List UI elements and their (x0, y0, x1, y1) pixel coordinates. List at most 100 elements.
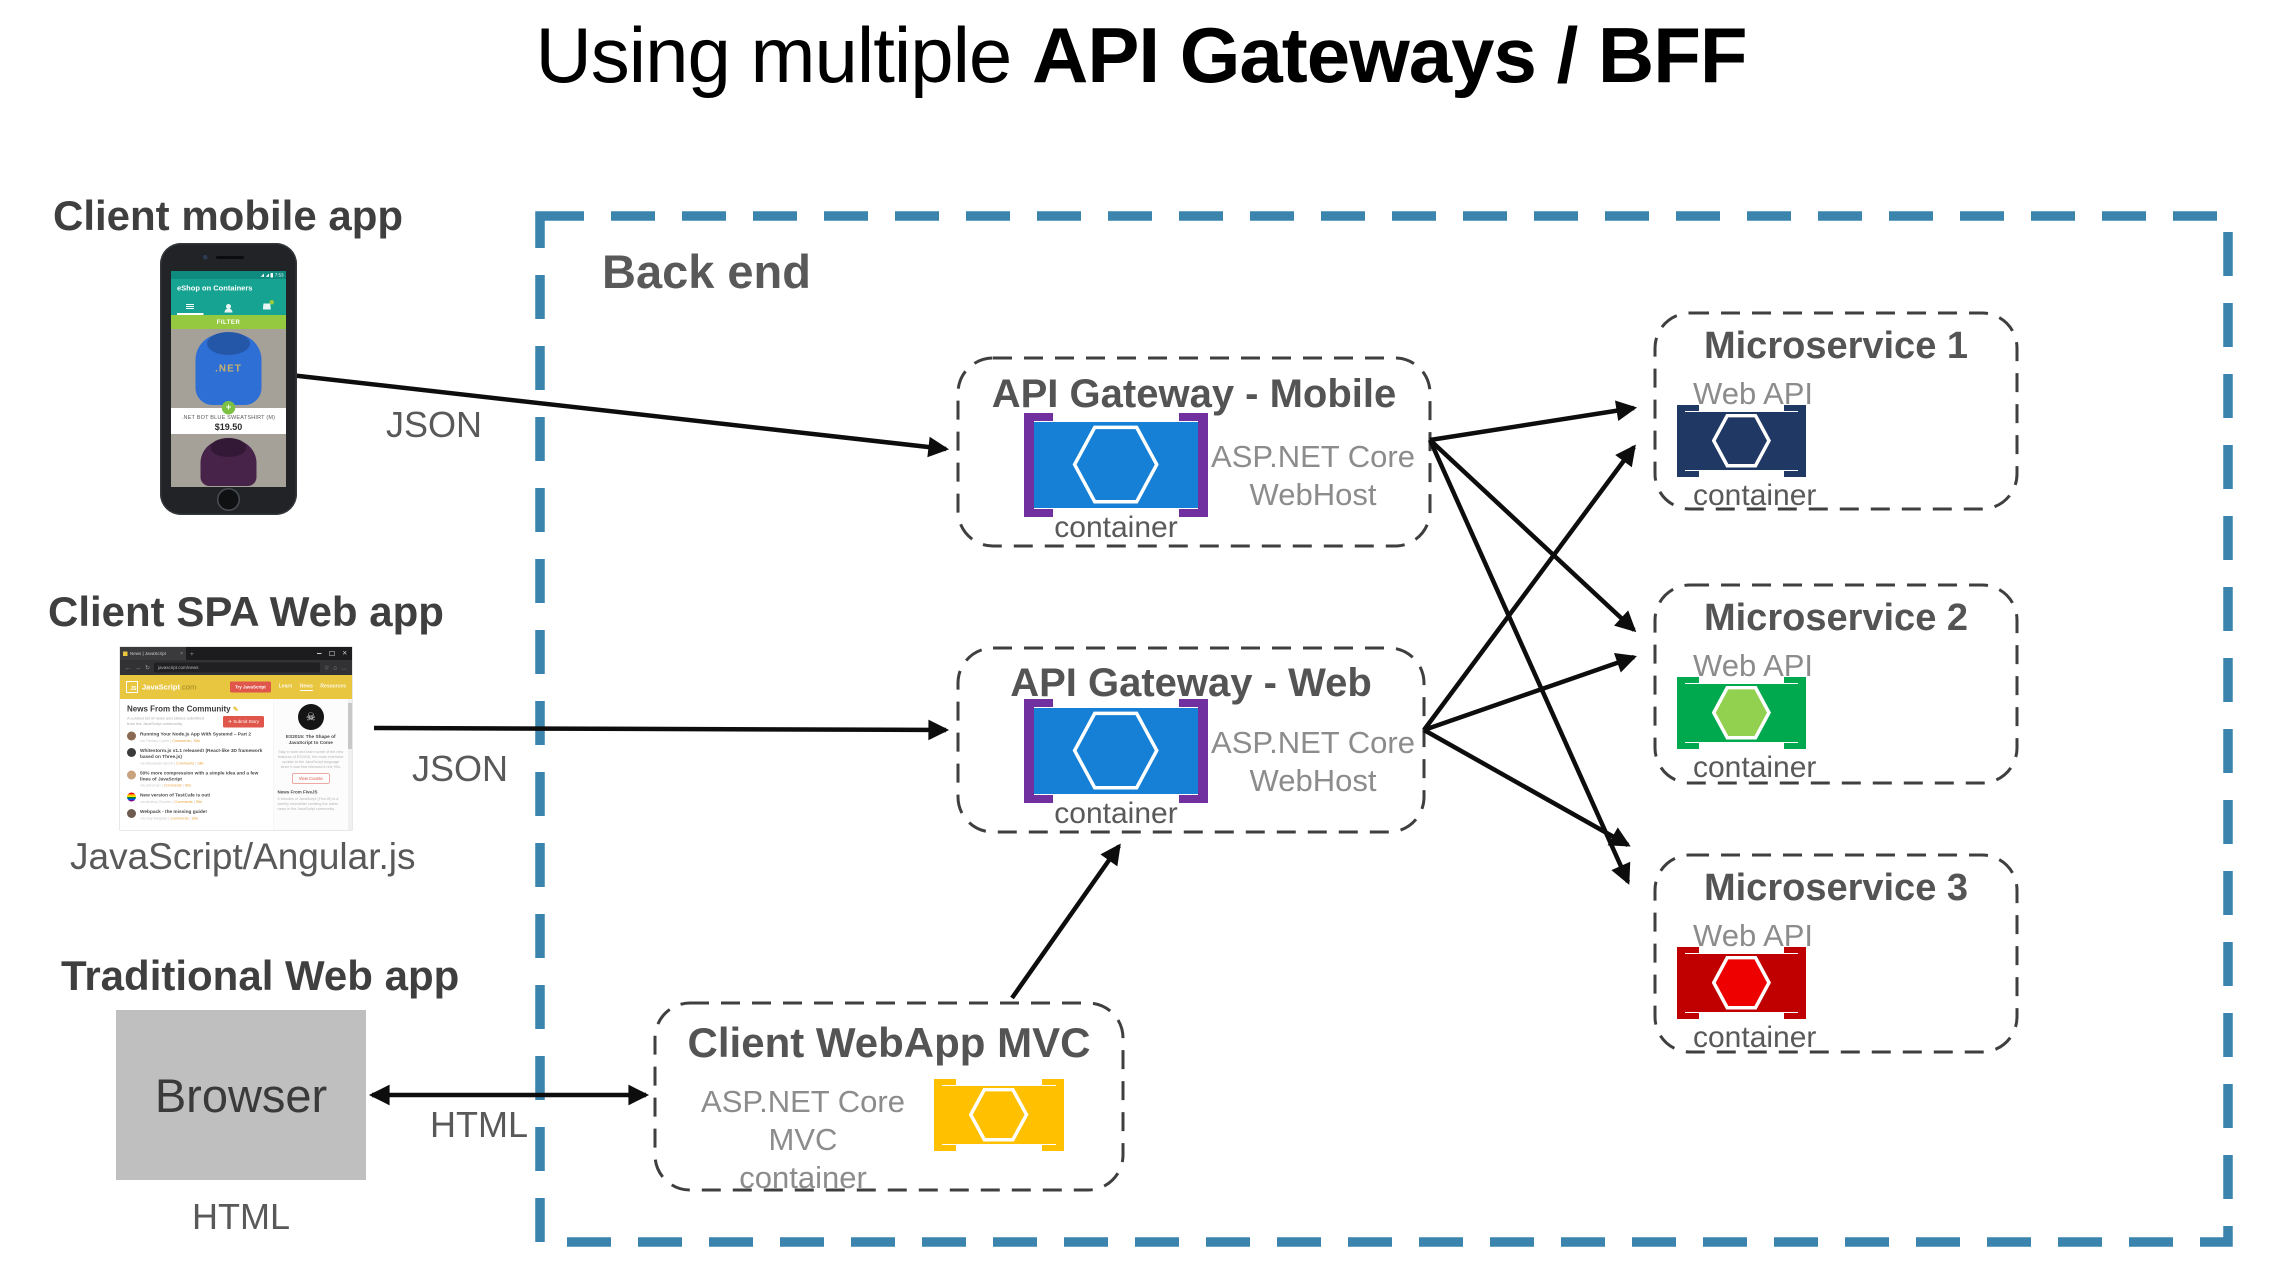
news-via: via Andrey Churkin (140, 799, 172, 805)
traditional-caption: HTML (192, 1196, 290, 1237)
tab-profile[interactable] (209, 298, 247, 315)
news-title[interactable]: Webpack - the missing guide! (140, 809, 207, 815)
separator: | (173, 760, 175, 766)
favicon (123, 651, 128, 656)
runtime-line2: WebHost (1249, 476, 1377, 512)
news-item[interactable]: New version of TestCafe is out! via Andr… (127, 792, 268, 805)
comments-link[interactable]: Comments (170, 816, 189, 821)
gateway-mobile-box-border (956, 356, 1432, 548)
microservice1-container-icon (1677, 405, 1806, 477)
comments-link[interactable]: Comments (176, 760, 195, 766)
reload-icon[interactable]: ↻ (145, 664, 151, 671)
view-course-button[interactable]: View Course (292, 773, 330, 784)
close-icon[interactable]: × (342, 649, 347, 658)
site-link[interactable]: Site (195, 799, 203, 805)
news-item[interactable]: Webpack - the missing guide! via Guy Mog… (127, 809, 268, 821)
news-item[interactable]: 50% more compression with a simple idea … (127, 770, 268, 788)
gateway-mobile-container-label: container (1054, 511, 1178, 544)
product-name: .NET BOT BLUE SWEATSHIRT (M) (181, 414, 276, 421)
hexagon-icon (1072, 425, 1159, 504)
site-link[interactable]: Site (184, 783, 192, 788)
news-title[interactable]: 50% more compression with a simple idea … (140, 770, 259, 782)
bracket-right-icon (1784, 947, 1806, 1019)
arrow-gateway-mobile-to-ms3 (1427, 439, 1631, 885)
newsletter-text: 5 Minutes of JavaScript (FiveJS) is a we… (277, 796, 339, 812)
new-tab-icon[interactable]: + (190, 649, 194, 658)
person-icon (224, 304, 233, 313)
signal-icon (265, 273, 270, 277)
maximize-icon[interactable] (329, 651, 335, 656)
runtime-line2: container (739, 1159, 867, 1195)
client-mobile-app-screenshot: 7:53 eShop on Containers FILTER (160, 243, 297, 515)
site-content: News From the Community ✎ A curated list… (120, 699, 352, 830)
arrow-gateway-mobile-to-ms2 (1428, 438, 1637, 633)
client-spa-screenshot: News | JavaScript × + × ← → ↻ javascript… (120, 647, 352, 830)
bracket-left-icon (1024, 699, 1053, 803)
container-body (1685, 412, 1798, 470)
container-body (942, 1086, 1056, 1144)
comments-link[interactable]: Comments (174, 799, 193, 805)
next-product-image (171, 434, 286, 487)
news-title[interactable]: Running Your Node.js App With Systemd – … (140, 731, 251, 738)
bracket-right-icon (1179, 699, 1208, 803)
page-title: Using multiple API Gateways / BFF (0, 10, 2282, 101)
nav-resources[interactable]: Resources (320, 683, 346, 689)
mvc-container-icon (934, 1079, 1064, 1151)
home-icon[interactable]: ⌂ (333, 664, 337, 671)
avatar (127, 747, 136, 757)
site-link[interactable]: Site (197, 760, 204, 766)
forward-icon[interactable]: → (135, 664, 141, 671)
favorite-icon[interactable]: ☆ (323, 664, 330, 671)
separator: | (189, 816, 191, 821)
gateway-mobile-runtime: ASP.NET Core WebHost (1208, 438, 1418, 514)
news-title[interactable]: Whitestorm.js v1.1 released! (React-like… (140, 747, 263, 760)
tab-close-icon[interactable]: × (180, 650, 183, 657)
runtime-line1: ASP.NET Core MVC (701, 1084, 905, 1157)
site-nav: Learn News Resources (279, 683, 346, 691)
try-javascript-button[interactable]: Try JavaScript (229, 681, 271, 693)
scrollbar[interactable] (348, 699, 352, 830)
filter-button[interactable]: FILTER (171, 315, 286, 329)
mvc-title: Client WebApp MVC (687, 1019, 1091, 1066)
comments-link[interactable]: Comments (163, 783, 182, 788)
hexagon-icon (1712, 686, 1771, 739)
nav-learn[interactable]: Learn (278, 683, 293, 689)
microservice2-container-label: container (1693, 751, 1817, 784)
arrow-gateway-web-to-ms1 (1422, 444, 1636, 732)
site-link[interactable]: Site (191, 816, 199, 821)
separator: | (193, 799, 195, 805)
gateway-web-box: API Gateway - Web (958, 648, 1424, 706)
browser-box: Browser (116, 1010, 366, 1180)
microservice1-box: Microservice 1 Web API container (1655, 313, 2017, 512)
cart-badge (269, 300, 275, 305)
add-to-cart-button[interactable]: + (221, 401, 236, 415)
site-link[interactable]: Site (193, 738, 200, 743)
url-field[interactable]: javascript.com/news (154, 662, 320, 673)
news-title[interactable]: New version of TestCafe is out! (140, 792, 211, 799)
news-item[interactable]: Whitestorm.js v1.1 released! (React-like… (127, 747, 268, 766)
hexagon-icon (1712, 414, 1771, 467)
bracket-right-icon (1042, 1079, 1064, 1151)
news-item[interactable]: Running Your Node.js App With Systemd – … (127, 731, 268, 743)
hood-shape (207, 332, 250, 355)
separator: | (170, 738, 172, 743)
cart-icon (262, 303, 271, 310)
tab-catalog[interactable] (171, 298, 209, 315)
gateway-mobile-title: API Gateway - Mobile (991, 372, 1397, 416)
browser-tab[interactable]: News | JavaScript × (120, 647, 186, 660)
container-body (1032, 422, 1200, 508)
scrollbar-thumb[interactable] (348, 703, 352, 749)
hexagon-icon (969, 1088, 1028, 1141)
runtime-line2: WebHost (1249, 762, 1377, 798)
back-icon[interactable]: ← (125, 664, 131, 671)
comments-link[interactable]: Comments (172, 738, 191, 743)
js-logo: JS (126, 681, 138, 693)
submit-story-button[interactable]: ✈ Submit Story (223, 716, 264, 728)
more-icon[interactable]: … (341, 664, 347, 671)
nav-news[interactable]: News (299, 683, 313, 691)
minimize-icon[interactable] (316, 653, 322, 654)
news-via: via arhuman (140, 783, 161, 788)
tab-cart[interactable] (248, 298, 286, 315)
